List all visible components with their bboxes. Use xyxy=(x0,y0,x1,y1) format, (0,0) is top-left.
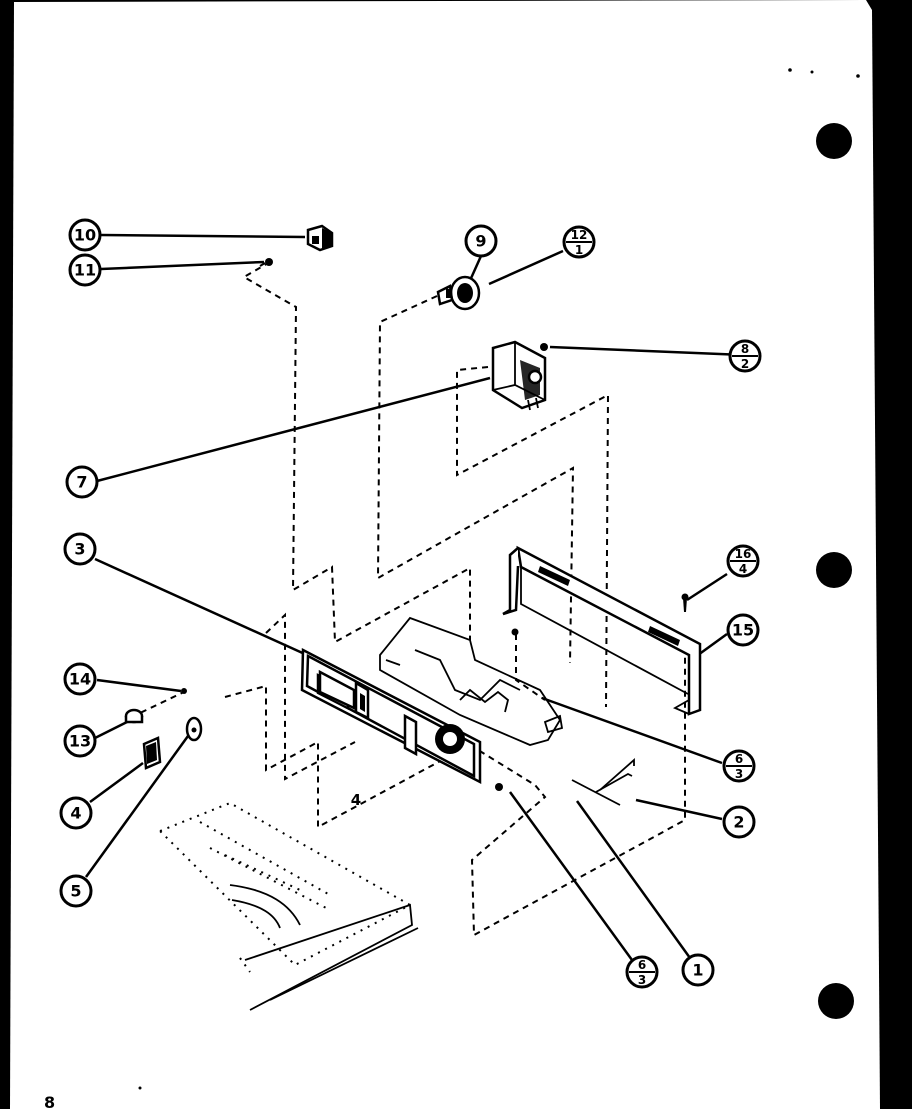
callout-15: 15 xyxy=(726,613,760,647)
part-screw-14 xyxy=(181,688,187,694)
svg-text:6: 6 xyxy=(638,958,646,972)
svg-text:10: 10 xyxy=(74,226,96,245)
callout-6-3-right: 6 3 xyxy=(722,749,756,783)
cabinet-top xyxy=(158,801,419,1011)
callout-3: 3 xyxy=(63,532,97,566)
part-console-frame xyxy=(379,616,635,806)
part-screw-16 xyxy=(681,593,689,612)
part-rear-bracket xyxy=(502,545,702,716)
part-switch xyxy=(306,224,334,252)
svg-text:3: 3 xyxy=(74,540,85,559)
svg-text:4: 4 xyxy=(739,562,747,576)
leader-lines xyxy=(84,233,745,961)
svg-text:8: 8 xyxy=(741,342,749,356)
callout-4: 4 xyxy=(59,796,93,830)
callout-2: 2 xyxy=(722,805,756,839)
callout-11: 11 xyxy=(68,253,102,287)
svg-text:11: 11 xyxy=(74,261,96,280)
binder-hole-middle xyxy=(816,552,852,588)
svg-text:1: 1 xyxy=(692,961,703,980)
svg-text:4: 4 xyxy=(70,804,81,823)
part-washer xyxy=(185,716,203,742)
panel-ref-label: 4 xyxy=(351,791,361,809)
part-screw-11 xyxy=(259,258,273,267)
svg-text:12: 12 xyxy=(571,228,588,242)
part-screw-6 xyxy=(495,628,519,791)
part-indicator-knob xyxy=(436,275,481,311)
svg-text:1: 1 xyxy=(575,243,583,257)
callout-12-1: 12 1 xyxy=(562,225,596,259)
callout-13: 13 xyxy=(63,724,97,758)
callout-1: 1 xyxy=(681,953,715,987)
part-screw-8 xyxy=(540,343,548,351)
callout-14: 14 xyxy=(63,662,97,696)
callout-9: 9 xyxy=(464,224,498,258)
svg-text:2: 2 xyxy=(733,813,744,832)
svg-text:5: 5 xyxy=(70,882,81,901)
assembly-dashed-lines xyxy=(139,261,686,937)
callout-16-4: 16 4 xyxy=(726,544,760,578)
page-number: 8 xyxy=(44,1093,55,1109)
callout-7: 7 xyxy=(65,465,99,499)
svg-text:3: 3 xyxy=(638,973,646,987)
svg-text:13: 13 xyxy=(69,732,91,751)
callout-5: 5 xyxy=(59,874,93,908)
svg-text:14: 14 xyxy=(69,670,91,689)
part-side-bracket xyxy=(595,772,633,793)
part-timer xyxy=(491,340,547,411)
callout-8-2: 8 2 xyxy=(728,339,762,373)
svg-text:9: 9 xyxy=(475,232,486,251)
svg-text:7: 7 xyxy=(76,473,87,492)
part-knob xyxy=(124,708,144,724)
speckles xyxy=(138,68,891,1090)
svg-text:15: 15 xyxy=(732,621,754,640)
svg-text:3: 3 xyxy=(735,767,743,781)
part-control-panel xyxy=(300,647,482,785)
svg-text:16: 16 xyxy=(735,547,752,561)
svg-text:6: 6 xyxy=(735,752,743,766)
callout-10: 10 xyxy=(68,218,102,252)
svg-text:2: 2 xyxy=(741,357,749,371)
binder-hole-top xyxy=(816,123,852,159)
callout-6-3-bottom: 6 3 xyxy=(625,955,659,989)
part-push-button xyxy=(142,736,162,770)
binder-hole-bottom xyxy=(818,983,854,1019)
